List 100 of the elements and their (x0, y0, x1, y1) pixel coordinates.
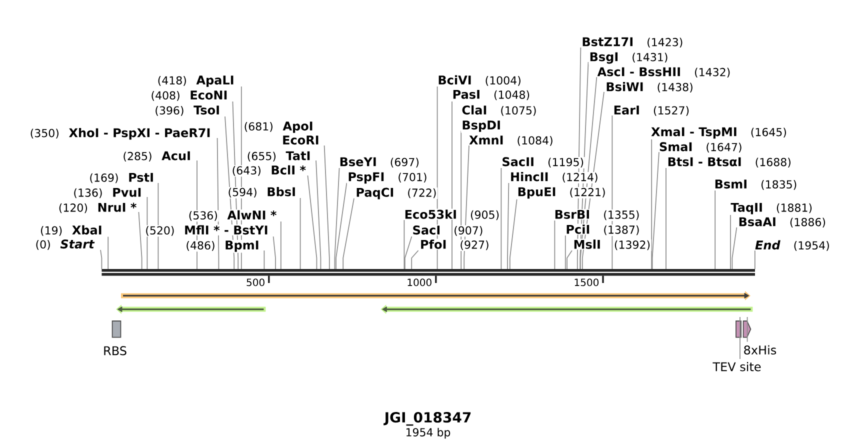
position-number: (285) (124, 152, 152, 162)
leader-line (507, 182, 510, 270)
position-number: (1048) (494, 90, 530, 100)
site-label: BciVI (438, 75, 471, 85)
site-label: ClaI (462, 105, 486, 115)
site-label: PaqCI (356, 188, 394, 200)
leader-line (564, 235, 566, 270)
site-label: Start (60, 239, 95, 249)
leader-line (580, 62, 589, 270)
position-number: (643) (232, 166, 260, 176)
leader-line (280, 221, 282, 270)
site-label: SmaI (660, 142, 692, 152)
site-label: BpuEI (518, 187, 556, 199)
leader-line (336, 182, 348, 270)
position-number: (1527) (654, 106, 689, 116)
position-number: (681) (244, 122, 272, 132)
leader-line (196, 160, 198, 270)
site-label: EcoRI (283, 136, 318, 145)
gene-feature-band (116, 304, 266, 314)
position-number: (1954) (794, 241, 829, 251)
leader-line (464, 145, 470, 270)
position-number: (1004) (486, 76, 520, 86)
leader-line (732, 227, 738, 270)
position-number: (1688) (756, 158, 790, 168)
site-label: BspDI (462, 120, 500, 132)
position-number: (1432) (695, 68, 730, 78)
leader-line (342, 198, 354, 270)
site-label: TatI (286, 151, 310, 160)
leader-line (300, 198, 301, 270)
site-label: PvuI (113, 188, 141, 197)
dna-backbone (100, 268, 756, 276)
position-number: (0) (36, 240, 50, 250)
site-label: SacI (413, 225, 440, 235)
leader-line (334, 168, 340, 270)
position-number: (536) (189, 211, 217, 221)
leader-line (580, 76, 598, 270)
site-label: PasI (453, 90, 480, 99)
gene-feature-band (380, 304, 753, 314)
leader-line (612, 115, 613, 270)
leader-line (404, 236, 412, 270)
leader-line (316, 160, 322, 270)
site-label: BsaAI (739, 217, 776, 226)
site-label: ApaLI (196, 76, 234, 87)
position-number: (408) (152, 91, 180, 101)
site-label: PfoI (421, 240, 446, 249)
sequence-length: 1954 bp (406, 428, 450, 439)
leader-line (436, 86, 438, 270)
site-label: SacII (502, 157, 534, 166)
leader-line (651, 139, 652, 270)
position-number: (19) (40, 226, 62, 236)
site-label: PstI (129, 172, 153, 182)
leader-line (582, 92, 604, 270)
leader-line (264, 250, 265, 270)
position-number: (1075) (501, 106, 536, 116)
leader-line (307, 175, 318, 270)
position-number: (520) (146, 226, 174, 236)
site-label: BclI * (272, 165, 306, 175)
site-label: MflI * - BstYI (185, 225, 268, 235)
map-title: JGI_018347 (384, 412, 471, 426)
leader-line (576, 47, 582, 270)
position-number: (927) (460, 240, 488, 250)
site-label: AcuI (162, 151, 190, 160)
position-number: (486) (186, 241, 214, 251)
position-number: (1438) (658, 82, 692, 93)
position-number: (1195) (548, 158, 584, 168)
feature-label: 8xHis (744, 345, 776, 355)
site-label: TaqII (730, 202, 762, 214)
site-label: XhoI - PspXI - PaeR7I (68, 128, 210, 140)
site-label: XmnI (469, 136, 503, 144)
leader-line (272, 236, 276, 270)
leader-line (460, 130, 462, 270)
leader-line (146, 196, 148, 270)
position-number: (722) (408, 188, 436, 198)
position-number: (1214) (562, 172, 598, 183)
position-number: (1886) (790, 218, 826, 228)
site-label: BtsI - BtsαI (668, 157, 741, 166)
position-number: (136) (74, 188, 102, 198)
site-label: XbaI (72, 225, 102, 235)
leader-line (324, 145, 330, 270)
leader-line (730, 215, 731, 270)
position-number: (418) (158, 76, 186, 86)
leader-line (158, 182, 159, 270)
position-number: (1221) (570, 188, 605, 198)
site-label: TsoI (194, 106, 219, 115)
leader-line (404, 220, 405, 270)
position-number: (1387) (604, 225, 639, 236)
leader-line (746, 316, 748, 342)
feature-label: RBS (104, 346, 126, 356)
tick-label: 500 (246, 278, 264, 286)
position-number: (594) (228, 188, 256, 198)
leader-line (509, 198, 518, 270)
site-label: NruI * (98, 202, 136, 212)
position-number: (655) (248, 152, 276, 162)
leader-line (554, 220, 556, 270)
feature-pentagon (742, 320, 752, 338)
gene-feature-band (121, 291, 750, 300)
site-label: HincII (511, 172, 548, 182)
feature-box (736, 320, 742, 338)
leader-line (138, 212, 142, 270)
position-number: (1835) (762, 180, 796, 190)
